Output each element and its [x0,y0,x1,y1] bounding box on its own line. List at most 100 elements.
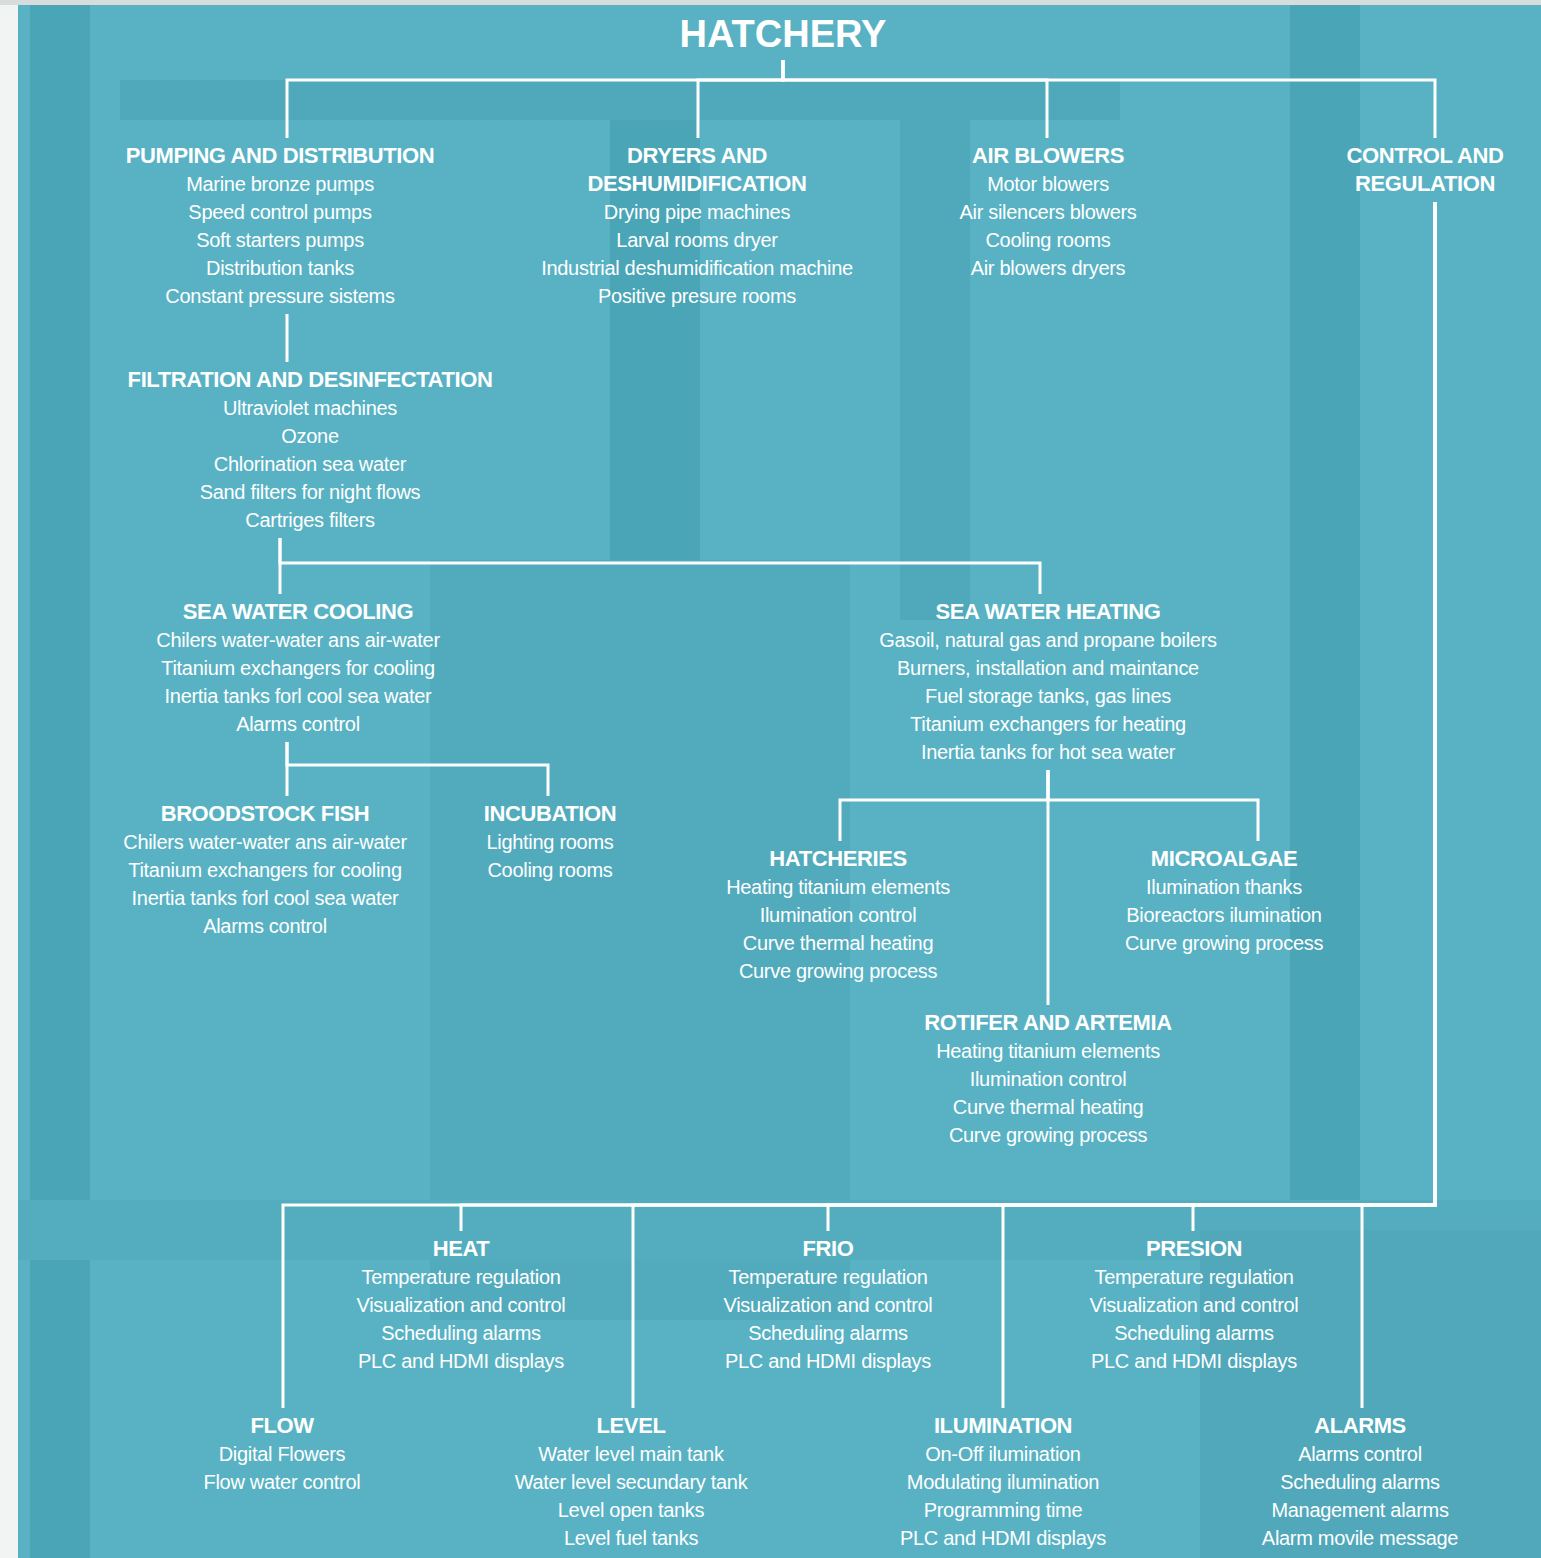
node-item: PLC and HDMI displays [724,1347,933,1375]
node-item: Visualization and control [357,1291,566,1319]
node-item: PLC and HDMI displays [1090,1347,1299,1375]
node-item: Flow water control [204,1468,361,1496]
node-item: Titanium exchangers for cooling [123,856,407,884]
node-item: Titanium exchangers for cooling [156,654,440,682]
tree-connector [828,202,1435,1231]
node-item: Inertia tanks for hot sea water [879,738,1216,766]
node-item: Curve thermal heating [726,929,950,957]
node-heading: ROTIFER AND ARTEMIA [924,1009,1171,1037]
tree-connector [286,314,289,362]
tree-connector [783,60,1435,138]
node-heading: LEVEL [515,1412,748,1440]
node-item: Digital Flowers [204,1440,361,1468]
node-item: Cartriges filters [128,506,493,534]
node-item: Modulating ilumination [900,1468,1106,1496]
node-item: Alarm movile message [1262,1524,1458,1552]
node-heading: HEAT [357,1235,566,1263]
node-item: Visualization and control [1090,1291,1299,1319]
category-node: ROTIFER AND ARTEMIAHeating titanium elem… [918,1007,1177,1151]
category-node: FILTRATION AND DESINFECTATIONUltraviolet… [122,364,499,536]
tree-connector [1362,202,1435,1408]
node-item: Ilumination thanks [1125,873,1323,901]
node-item: Visualization and control [724,1291,933,1319]
node-item: Temperature regulation [724,1263,933,1291]
category-node: HATCHERIESHeating titanium elementsIlumi… [720,843,956,987]
node-item: Curve growing process [726,957,950,985]
category-node: SEA WATER HEATINGGasoil, natural gas and… [873,596,1222,768]
tree-connector [698,60,783,138]
category-node: BROODSTOCK FISHChilers water-water ans a… [117,798,413,942]
node-heading: ALARMS [1262,1412,1458,1440]
tree-connector [280,538,1040,594]
category-node: FRIOTemperature regulationVisualization … [718,1233,939,1377]
node-item: Scheduling alarms [1090,1319,1299,1347]
node-item: Programming time [900,1496,1106,1524]
tree-connector [1048,770,1258,841]
node-heading: INCUBATION [484,800,616,828]
node-heading: ILUMINATION [900,1412,1106,1440]
node-item: Ozone [128,422,493,450]
node-item: Heating titanium elements [726,873,950,901]
node-heading: FILTRATION AND DESINFECTATION [128,366,493,394]
node-item: Ultraviolet machines [128,394,493,422]
node-heading: HATCHERY [680,12,887,56]
node-item: Scheduling alarms [724,1319,933,1347]
node-item: Temperature regulation [357,1263,566,1291]
node-item: Temperature regulation [1090,1263,1299,1291]
tree-connector [840,770,1048,841]
node-item: Management alarms [1262,1496,1458,1524]
node-item: Chilers water-water ans air-water [156,626,440,654]
node-item: Chilers water-water ans air-water [123,828,407,856]
node-item: Constant pressure sistems [126,282,435,310]
node-item: PLC and HDMI displays [357,1347,566,1375]
node-item: Curve growing process [1125,929,1323,957]
category-node: DRYERS AND DESHUMIDIFICATIONDrying pipe … [535,140,859,312]
node-item: Water level secundary tank [515,1468,748,1496]
node-heading: SEA WATER HEATING [879,598,1216,626]
tree-connector [287,60,783,138]
node-item: Larval rooms dryer [541,226,853,254]
tree-connector [287,742,548,796]
node-heading: DRYERS AND DESHUMIDIFICATION [552,142,842,198]
node-item: Inertia tanks forl cool sea water [156,682,440,710]
node-heading: FLOW [204,1412,361,1440]
node-item: Motor blowers [959,170,1136,198]
node-item: Drying pipe machines [541,198,853,226]
node-item: Ilumination control [726,901,950,929]
tree-connector [1193,202,1435,1231]
node-item: Inertia tanks forl cool sea water [123,884,407,912]
node-item: Soft starters pumps [126,226,435,254]
node-item: Fuel storage tanks, gas lines [879,682,1216,710]
tree-connector [783,60,1047,138]
node-item: Burners, installation and maintance [879,654,1216,682]
node-item: Sand filters for night flows [128,478,493,506]
node-item: Level open tanks [515,1496,748,1524]
node-heading: PRESION [1090,1235,1299,1263]
category-node: PUMPING AND DISTRIBUTIONMarine bronze pu… [120,140,441,312]
category-node: AIR BLOWERSMotor blowersAir silencers bl… [953,140,1142,284]
node-item: On-Off ilumination [900,1440,1106,1468]
node-item: Lighting rooms [484,828,616,856]
node-item: Air silencers blowers [959,198,1136,226]
node-heading: CONTROL AND REGULATION [1325,142,1525,198]
node-heading: BROODSTOCK FISH [123,800,407,828]
node-heading: MICROALGAE [1125,845,1323,873]
category-node: SEA WATER COOLINGChilers water-water ans… [150,596,446,740]
category-node: ILUMINATIONOn-Off iluminationModulating … [894,1410,1112,1554]
node-item: Cooling rooms [484,856,616,884]
node-item: Titanium exchangers for heating [879,710,1216,738]
node-item: Ilumination control [924,1065,1171,1093]
node-item: Cooling rooms [959,226,1136,254]
tree-connector [633,202,1435,1408]
node-item: Alarms control [123,912,407,940]
node-item: Alarms control [1262,1440,1458,1468]
node-item: Curve growing process [924,1121,1171,1149]
category-node: INCUBATIONLighting roomsCooling rooms [478,798,622,886]
node-item: Heating titanium elements [924,1037,1171,1065]
node-item: Scheduling alarms [357,1319,566,1347]
node-heading: FRIO [724,1235,933,1263]
node-item: Curve thermal heating [924,1093,1171,1121]
node-item: Level fuel tanks [515,1524,748,1552]
node-heading: PUMPING AND DISTRIBUTION [126,142,435,170]
category-node: CONTROL AND REGULATION [1319,140,1531,200]
